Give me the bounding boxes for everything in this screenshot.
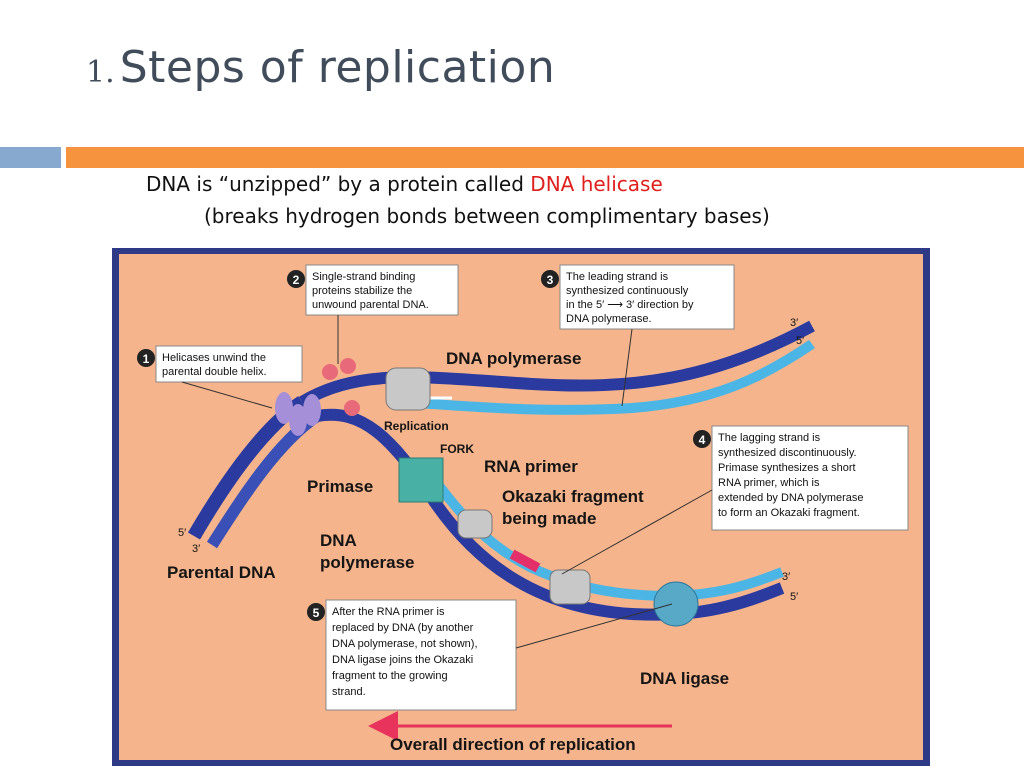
ssb-protein <box>340 358 356 374</box>
ssb-protein <box>322 364 338 380</box>
intro-line-2: (breaks hydrogen bonds between complimen… <box>204 204 770 228</box>
leader-line <box>515 603 673 649</box>
slide-number: 1. <box>86 55 115 90</box>
step-4-line: Primase synthesizes a short <box>718 462 856 474</box>
ssb-protein <box>344 400 360 416</box>
step-3-line: in the 5′ ⟶ 3′ direction by <box>566 299 694 311</box>
leader-line <box>561 489 713 575</box>
leading-new-strand <box>393 339 815 415</box>
step-1-line: parental double helix. <box>162 366 267 378</box>
helicase-protein <box>289 404 307 436</box>
label-fork: FORK <box>440 442 474 456</box>
step-2-number: 2 <box>293 273 300 287</box>
label-parental-dna: Parental DNA <box>167 563 276 582</box>
step-1-text: Helicases unwind the parental double hel… <box>162 352 269 378</box>
step-3-line: DNA polymerase. <box>566 313 652 325</box>
intro-line-1: DNA is “unzipped” by a protein called DN… <box>146 172 663 196</box>
rna-primer-lower <box>509 549 541 573</box>
label-dna-polymerase-lower-2: polymerase <box>320 553 415 572</box>
step-2-box <box>305 264 459 316</box>
accent-bar-orange <box>66 147 1024 168</box>
step-2-text: Single-strand binding proteins stabilize… <box>312 271 429 311</box>
label-rna-primer: RNA primer <box>484 457 578 476</box>
label-primase: Primase <box>307 477 373 496</box>
leading-template-strand <box>298 320 815 408</box>
step-4-line: The lagging strand is <box>718 432 821 444</box>
step-3-line: The leading strand is <box>566 271 669 283</box>
leader-line <box>181 381 273 409</box>
step-5-callout: 5 After the RNA primer is replaced by DN… <box>307 599 517 711</box>
step-4-text: The lagging strand is synthesized discon… <box>718 432 867 519</box>
step-2-line: Single-strand binding <box>312 271 415 283</box>
step-1-line: Helicases unwind the <box>162 352 266 364</box>
step-5-line: strand. <box>332 686 366 698</box>
step-5-line: replaced by DNA (by another <box>332 622 474 634</box>
label-prime-3-low: 3′ <box>782 571 790 583</box>
step-3-box <box>559 264 735 330</box>
step-3-number: 3 <box>547 273 554 287</box>
label-direction: Overall direction of replication <box>390 735 636 754</box>
label-okazaki-2: being made <box>502 509 596 528</box>
label-dna-polymerase-lower-1: DNA <box>320 531 357 550</box>
step-4-line: to form an Okazaki fragment. <box>718 507 860 519</box>
step-4-line: extended by DNA polymerase <box>718 492 864 504</box>
intro-prefix: DNA is “unzipped” by a protein called <box>146 172 531 196</box>
step-4-callout: 4 The lagging strand is synthesized disc… <box>693 425 909 531</box>
label-prime-3-left: 3′ <box>192 543 200 555</box>
step-4-box <box>711 425 909 531</box>
dna-polymerase-lower <box>457 509 493 539</box>
dna-polymerase-top <box>385 367 431 411</box>
step-1-number: 1 <box>143 352 150 366</box>
step-2-callout: 2 Single-strand binding proteins stabili… <box>287 264 459 316</box>
dna-helicase-highlight: DNA helicase <box>530 172 663 196</box>
step-4-line: synthesized discontinuously. <box>718 447 857 459</box>
step-2-line: unwound parental DNA. <box>312 299 429 311</box>
step-5-number: 5 <box>313 606 320 620</box>
accent-bar-blue <box>0 147 61 168</box>
step-5-text: After the RNA primer is replaced by DNA … <box>332 606 481 698</box>
slide-title: 1. Steps of replication <box>86 42 555 93</box>
step-2-badge <box>287 270 305 288</box>
step-5-line: fragment to the growing <box>332 670 448 682</box>
label-dna-polymerase-top: DNA polymerase <box>446 349 581 368</box>
step-1-callout: 1 Helicases unwind the parental double h… <box>137 345 303 383</box>
step-3-text: The leading strand is synthesized contin… <box>566 271 697 325</box>
label-prime-5-low: 5′ <box>790 591 798 603</box>
leader-line <box>621 328 633 407</box>
label-replication: Replication <box>384 419 449 433</box>
step-5-line: DNA polymerase, not shown), <box>332 638 478 650</box>
step-4-number: 4 <box>699 433 706 447</box>
label-okazaki-1: Okazaki fragment <box>502 487 644 506</box>
step-5-line: After the RNA primer is <box>332 606 445 618</box>
step-3-badge <box>541 270 559 288</box>
step-1-badge <box>137 349 155 367</box>
step-2-line: proteins stabilize the <box>312 285 412 297</box>
slide-title-text: Steps of replication <box>119 42 556 93</box>
dna-ligase-protein <box>653 581 699 627</box>
step-5-line: DNA ligase joins the Okazaki <box>332 654 473 666</box>
step-4-line: RNA primer, which is <box>718 477 820 489</box>
step-3-line: synthesized continuously <box>566 285 689 297</box>
step-5-box <box>325 599 517 711</box>
step-3-callout: 3 The leading strand is synthesized cont… <box>541 264 735 330</box>
dna-polymerase-lower-2 <box>549 569 591 605</box>
replication-diagram: 1 Helicases unwind the parental double h… <box>112 248 930 766</box>
label-prime-5-left: 5′ <box>178 527 186 539</box>
primase-protein <box>398 457 444 503</box>
step-1-box <box>155 345 303 383</box>
helicase-protein <box>303 394 321 426</box>
step-4-badge <box>693 430 711 448</box>
helicase-protein <box>275 392 293 424</box>
lagging-template-strand <box>315 408 785 621</box>
label-dna-ligase: DNA ligase <box>640 669 729 688</box>
label-prime-3-top: 3′ <box>790 317 798 329</box>
label-prime-5-top: 5′ <box>796 335 804 347</box>
step-5-badge <box>307 603 325 621</box>
